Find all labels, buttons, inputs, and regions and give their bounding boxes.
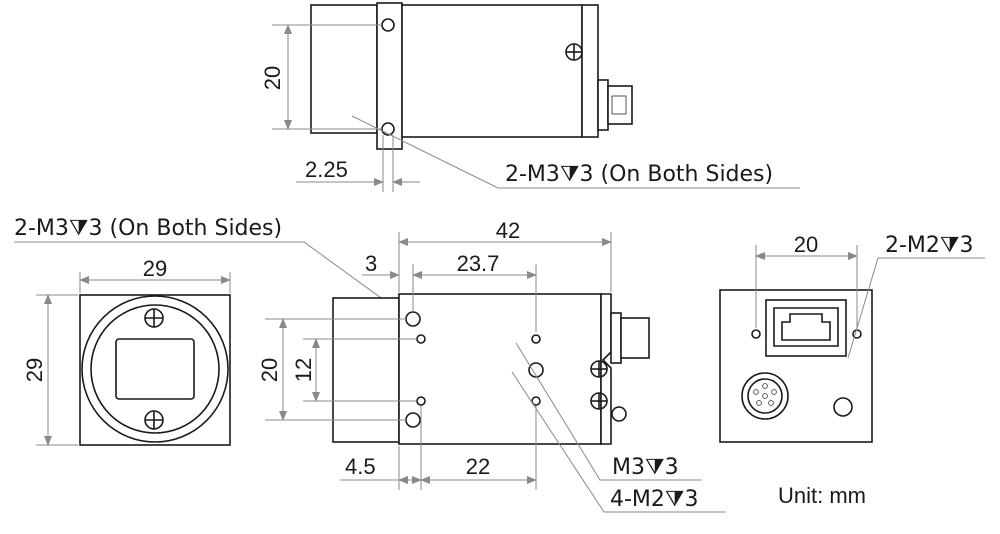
top-view: 20 2.25 2-M3⧩3 (On Both Sides)	[260, 2, 800, 192]
side-view-connector	[620, 317, 650, 359]
side-view: 42 3 23.7 20 12 4.5 22 M3⧩3 4-M2⧩3	[257, 218, 726, 513]
rear-view-power-connector-icon	[741, 372, 789, 420]
top-view-front-plate	[376, 2, 403, 150]
rear-view-callout-leader	[847, 257, 985, 359]
side-view-rear-knob	[611, 406, 627, 422]
side-view-screw-lower-icon	[590, 392, 608, 410]
side-view-m2-hole-1	[416, 334, 426, 344]
side-view-length-label: 42	[496, 218, 520, 243]
side-view-m2-callout: 4-M2⧩3	[610, 487, 699, 512]
side-view-m2-callout-leader	[511, 371, 726, 513]
side-view-dim-22-label: 22	[466, 454, 490, 479]
top-view-body	[401, 4, 583, 138]
front-view-screw-bottom-icon	[144, 410, 164, 430]
top-view-callout: 2-M3⧩3 (On Both Sides)	[505, 162, 773, 187]
front-view-callout-leader	[14, 241, 407, 317]
side-view-m3-callout: M3⧩3	[612, 455, 679, 480]
front-view-screw-top-icon	[144, 308, 164, 328]
side-view-connector-base	[610, 312, 622, 364]
front-view-sensor-window	[115, 338, 195, 400]
rear-view-m2-hole-left	[751, 329, 761, 339]
rear-view-width-label: 20	[794, 232, 818, 257]
front-view-lens-ring-outer	[81, 295, 229, 443]
unit-label: Unit: mm	[778, 483, 866, 508]
top-view-screw-icon	[565, 43, 583, 61]
top-view-height-label: 20	[260, 66, 285, 90]
rear-view-callout: 2-M2⧩3	[885, 233, 974, 258]
front-view-lens-ring-inner	[90, 304, 220, 434]
top-view-offset-label: 2.25	[305, 157, 348, 182]
side-view-m2-hole-2	[416, 396, 426, 406]
rear-view-status-led	[833, 397, 853, 417]
side-view-m3-callout-leader	[515, 342, 702, 481]
side-view-lens-mount	[332, 297, 400, 443]
side-view-dim-4-5-label: 4.5	[345, 454, 376, 479]
top-view-connector-base	[597, 79, 609, 131]
side-view-dim-3-label: 3	[365, 251, 377, 276]
rear-view: 20 2-M2⧩3	[719, 232, 985, 443]
side-view-m3-hole-center	[528, 362, 544, 378]
rear-view-ethernet-port-icon	[765, 299, 847, 357]
side-view-dim-12-label: 12	[291, 358, 316, 382]
front-view-width-label: 29	[143, 256, 167, 281]
rear-view-body	[719, 289, 873, 443]
top-view-callout-leader	[351, 115, 800, 189]
rear-view-m2-hole-right	[852, 329, 862, 339]
top-view-connector-slot	[611, 95, 627, 115]
side-view-dim-23-7-label: 23.7	[457, 251, 500, 276]
top-view-lens-mount	[310, 4, 378, 134]
front-view: 29 29 2-M3⧩3 (On Both Sides)	[14, 216, 407, 446]
side-view-m2-hole-4	[531, 396, 541, 406]
side-view-body	[398, 293, 602, 445]
front-view-callout: 2-M3⧩3 (On Both Sides)	[14, 216, 282, 241]
side-view-dim-20-label: 20	[257, 358, 282, 382]
front-view-height-label: 29	[22, 358, 47, 382]
side-view-m2-hole-3	[531, 334, 541, 344]
side-view-screw-upper-icon	[590, 360, 608, 378]
top-view-rear-plate	[581, 4, 599, 138]
